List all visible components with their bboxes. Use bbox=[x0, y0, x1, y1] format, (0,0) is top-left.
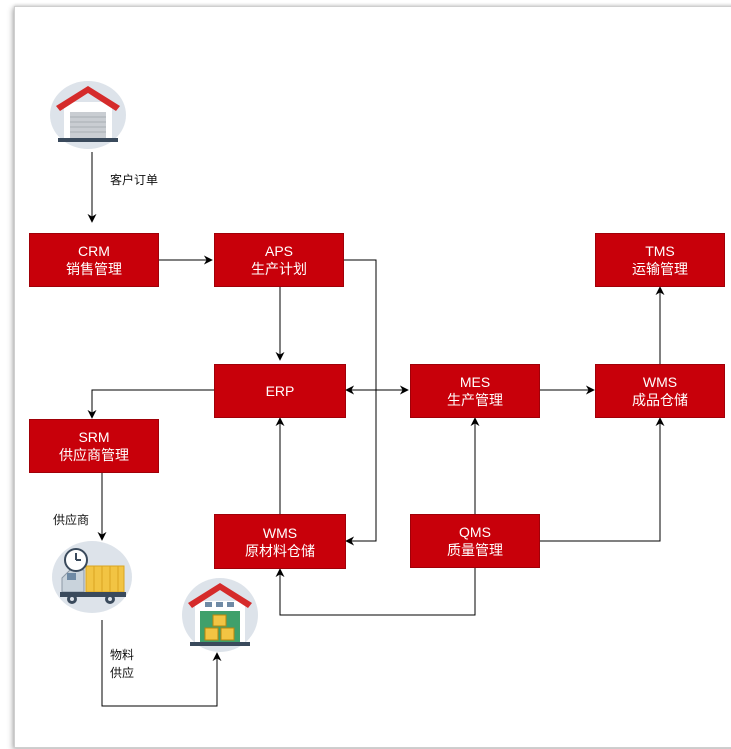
edge-aps-to-wms-raw bbox=[344, 259, 377, 546]
wms-finished-node-title: WMS bbox=[642, 374, 678, 390]
tms-node-title: TMS bbox=[645, 243, 675, 259]
wms-raw-node[interactable]: WMS 原材料仓储 bbox=[214, 514, 346, 569]
mes-node[interactable]: MES 生产管理 bbox=[410, 364, 540, 418]
warehouse-goods-icon bbox=[182, 578, 258, 652]
wms-raw-node-title: WMS bbox=[262, 524, 298, 541]
erp-node-title: ERP bbox=[265, 383, 295, 399]
qms-node[interactable]: QMS 质量管理 bbox=[410, 514, 540, 568]
edge-erp-to-srm bbox=[87, 389, 214, 419]
aps-node[interactable]: APS 生产计划 bbox=[214, 233, 344, 287]
edge-label-material-line2: 供应 bbox=[110, 666, 135, 680]
erp-node[interactable]: ERP bbox=[214, 364, 346, 418]
qms-node-subtitle: 质量管理 bbox=[447, 542, 503, 558]
aps-node-subtitle: 生产计划 bbox=[251, 261, 307, 277]
edge-label-material-line1: 物料 bbox=[110, 648, 135, 662]
srm-node-subtitle: 供应商管理 bbox=[59, 447, 129, 463]
edge-label-customer-order: 客户订单 bbox=[110, 173, 159, 187]
wms-finished-node-subtitle: 成品仓储 bbox=[632, 392, 688, 408]
crm-node-subtitle: 销售管理 bbox=[66, 261, 122, 277]
aps-node-title: APS bbox=[264, 243, 293, 259]
srm-node[interactable]: SRM 供应商管理 bbox=[29, 419, 159, 473]
tms-node-subtitle: 运输管理 bbox=[632, 261, 688, 277]
warehouse-icon bbox=[50, 81, 126, 149]
wms-raw-node-subtitle: 原材料仓储 bbox=[245, 542, 315, 559]
edge-truck-to-warehouse bbox=[101, 620, 222, 707]
edge-label-supplier: 供应商 bbox=[53, 513, 90, 527]
edge-qms-to-wms-raw bbox=[275, 568, 476, 616]
delivery-truck-icon bbox=[52, 541, 132, 613]
wms-finished-node[interactable]: WMS 成品仓储 bbox=[595, 364, 725, 418]
crm-node-title: CRM bbox=[78, 243, 110, 259]
tms-node[interactable]: TMS 运输管理 bbox=[595, 233, 725, 287]
edge-qms-to-wms-finished bbox=[540, 417, 665, 542]
crm-node[interactable]: CRM 销售管理 bbox=[29, 233, 159, 287]
qms-node-title: QMS bbox=[459, 524, 491, 540]
mes-node-subtitle: 生产管理 bbox=[447, 392, 503, 408]
srm-node-title: SRM bbox=[78, 429, 110, 445]
mes-node-title: MES bbox=[459, 374, 491, 390]
